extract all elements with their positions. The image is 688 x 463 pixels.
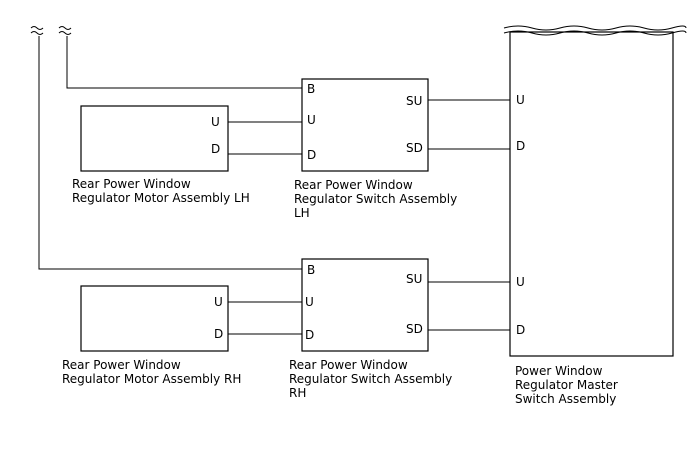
- master-pin-d-rh: D: [516, 323, 525, 337]
- lh-switch-pin-b: B: [307, 82, 315, 96]
- master-caption-2: Regulator Master: [515, 378, 618, 392]
- master-switch-assembly: U D U D Power Window Regulator Master Sw…: [503, 25, 687, 406]
- rh-switch-caption-2: Regulator Switch Assembly: [289, 372, 452, 386]
- lh-switch-pin-sd: SD: [406, 141, 423, 155]
- lh-switch-caption-2: Regulator Switch Assembly: [294, 192, 457, 206]
- lh-switch-caption-3: LH: [294, 206, 310, 220]
- master-caption-3: Switch Assembly: [515, 392, 616, 406]
- rh-switch-pin-su: SU: [406, 272, 422, 286]
- lh-switch-pin-d: D: [307, 148, 316, 162]
- rh-switch-caption-3: RH: [289, 386, 306, 400]
- lh-switch-pin-u: U: [307, 113, 316, 127]
- master-pin-u-rh: U: [516, 275, 525, 289]
- rh-motor-caption-1: Rear Power Window: [62, 358, 181, 372]
- rh-switch-assembly: B U D SU SD Rear Power Window Regulator …: [289, 258, 452, 400]
- rh-motor-assembly: U D Rear Power Window Regulator Motor As…: [62, 285, 241, 386]
- rh-switch-pin-d: D: [305, 328, 314, 342]
- lh-switch-caption-1: Rear Power Window: [294, 178, 413, 192]
- rh-switch-caption-1: Rear Power Window: [289, 358, 408, 372]
- master-pin-u-lh: U: [516, 93, 525, 107]
- lh-motor-pin-d: D: [211, 142, 220, 156]
- lh-motor-caption-2: Regulator Motor Assembly LH: [72, 191, 250, 205]
- lh-switch-pin-su: SU: [406, 94, 422, 108]
- master-caption-1: Power Window: [515, 364, 603, 378]
- lh-switch-assembly: B U D SU SD Rear Power Window Regulator …: [294, 78, 457, 220]
- wire-break-symbols: [30, 26, 72, 35]
- wire-b-rh: [38, 36, 302, 270]
- rh-switch-pin-b: B: [307, 263, 315, 277]
- rh-motor-pin-d: D: [214, 327, 223, 341]
- rh-motor-caption-2: Regulator Motor Assembly RH: [62, 372, 241, 386]
- rh-switch-pin-u: U: [305, 295, 314, 309]
- lh-motor-caption-1: Rear Power Window: [72, 177, 191, 191]
- master-pin-d-lh: D: [516, 139, 525, 153]
- lh-motor-assembly: U D Rear Power Window Regulator Motor As…: [72, 105, 250, 205]
- rh-switch-pin-sd: SD: [406, 322, 423, 336]
- lh-motor-pin-u: U: [211, 115, 220, 129]
- rh-motor-pin-u: U: [214, 295, 223, 309]
- wire-b-lh: [66, 36, 302, 89]
